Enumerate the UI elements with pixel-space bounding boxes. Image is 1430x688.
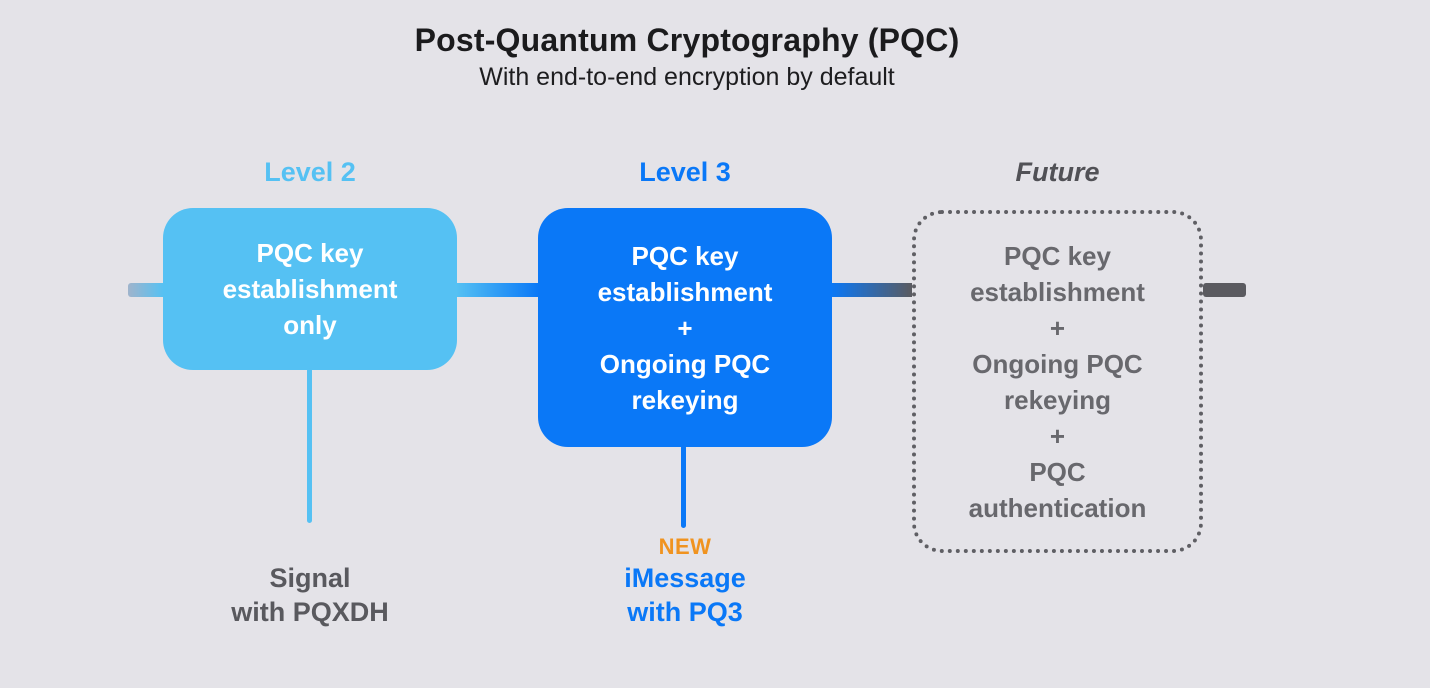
level2-drop-line: [307, 368, 312, 523]
future-box-text: PQC key establishment + Ongoing PQC reke…: [968, 240, 1147, 523]
timeline-segment-level3-to-future: [831, 283, 912, 297]
new-badge: NEW: [658, 534, 712, 559]
signal-caption: Signal with PQXDH: [231, 563, 389, 627]
timeline-stub-right: [1203, 283, 1246, 297]
column-label-level3: Level 3: [639, 157, 731, 187]
column-label-level2: Level 2: [264, 157, 356, 187]
level2-box-text: PQC key establishment only: [222, 238, 398, 340]
column-label-future: Future: [1015, 157, 1100, 187]
slide-subtitle: With end-to-end encryption by default: [479, 63, 895, 91]
timeline-segment-level2-to-level3: [456, 283, 539, 297]
level2-box: PQC key establishment only: [163, 208, 457, 370]
imessage-caption: iMessage with PQ3: [624, 563, 746, 627]
level3-drop-line: [681, 445, 686, 528]
timeline-stub-left: [128, 283, 164, 297]
future-box: PQC key establishment + Ongoing PQC reke…: [912, 210, 1203, 553]
level3-box-text: PQC key establishment + Ongoing PQC reke…: [597, 240, 773, 415]
slide-title: Post-Quantum Cryptography (PQC): [414, 22, 960, 58]
level3-box: PQC key establishment + Ongoing PQC reke…: [538, 208, 832, 447]
